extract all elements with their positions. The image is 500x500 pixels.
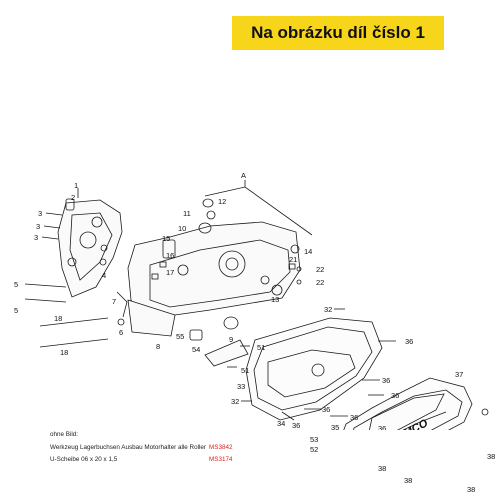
callout-8: 8	[156, 342, 160, 351]
callout-3c: 3	[34, 233, 38, 242]
screw-38a	[481, 408, 489, 416]
callout-52: 52	[310, 445, 318, 454]
nut-22b	[296, 279, 302, 285]
bolt-34	[281, 411, 295, 421]
callout-4: 4	[102, 271, 106, 280]
callout-3a: 3	[38, 209, 42, 218]
callout-36c: 36	[391, 391, 399, 400]
bushing-14	[290, 244, 300, 254]
callout-55: 55	[176, 332, 184, 341]
callout-18a: 18	[54, 314, 62, 323]
callout-38d: 38	[404, 476, 412, 485]
bolts-36-group	[304, 340, 396, 417]
clip-7	[116, 291, 128, 318]
callout-5a: 5	[14, 280, 18, 289]
bushing-55	[189, 329, 203, 341]
pin-17	[151, 273, 159, 280]
callout-36g: 36	[292, 421, 300, 430]
callout-36b: 36	[382, 376, 390, 385]
inner-cover-33	[245, 317, 383, 421]
seal-9	[223, 316, 239, 330]
stud-5a	[24, 283, 67, 288]
callout-37: 37	[455, 370, 463, 379]
note-desc: U-Scheibe 06 x 20 x 1,5	[50, 456, 118, 463]
oring-13	[271, 284, 283, 296]
callout-51a: 51	[257, 343, 265, 352]
callout-18b: 18	[60, 348, 68, 357]
callout-16: 16	[166, 251, 174, 260]
callout-38e: 38	[378, 464, 386, 473]
callout-21: 21	[289, 255, 297, 264]
callout-10: 10	[178, 224, 186, 233]
note-code: MS3174	[209, 456, 233, 463]
part-number-banner: Na obrázku díl číslo 1	[232, 16, 444, 50]
lower-callouts: 38 38 38 38 38 52 53	[310, 435, 495, 494]
bolt-18b	[39, 338, 109, 348]
callout-9: 9	[229, 335, 233, 344]
callout-22b: 22	[316, 278, 324, 287]
callout-7: 7	[112, 297, 116, 306]
callout-33: 33	[237, 382, 245, 391]
bore-insert-15	[162, 239, 176, 259]
note-row: U-Scheibe 06 x 20 x 1,5 MS3174	[50, 456, 260, 468]
callout-5b: 5	[14, 306, 18, 315]
ring-11	[206, 210, 216, 220]
callout-11: 11	[183, 209, 191, 218]
callout-6: 6	[119, 328, 123, 337]
callout-13: 13	[271, 295, 279, 304]
note-code: MS3842	[209, 444, 233, 451]
callout-labels: 1 2 3 3 3 4 5 5 6 7 8 9 10 11 12 13 14 1…	[14, 171, 463, 430]
crankcase-left-half	[57, 199, 123, 298]
washer-6	[117, 318, 125, 326]
callout-14: 14	[304, 247, 312, 256]
callout-17: 17	[166, 268, 174, 277]
bolt-21	[288, 263, 296, 270]
callout-34: 34	[277, 419, 285, 428]
callout-22a: 22	[316, 265, 324, 274]
callout-38b: 38	[487, 452, 495, 461]
bolt-18a	[39, 317, 109, 327]
callout-51b: 51	[241, 366, 249, 375]
crankcase-right-half	[127, 221, 301, 321]
callout-36e: 36	[350, 413, 358, 422]
seal-10	[198, 222, 212, 234]
bolt-3c	[41, 236, 59, 240]
nut-22a	[296, 266, 302, 272]
callout-36a: 36	[405, 337, 413, 346]
callout-15: 15	[162, 234, 170, 243]
callout-1: 1	[74, 181, 78, 190]
callout-32a: 32	[324, 305, 332, 314]
callout-3b: 3	[36, 222, 40, 231]
pin-16	[159, 261, 167, 268]
callout-36h: 36	[378, 424, 386, 430]
stud-5b	[24, 298, 67, 303]
callout-2: 2	[71, 193, 75, 202]
callout-54: 54	[192, 345, 200, 354]
callout-36d: 36	[322, 405, 330, 414]
bolt-3a	[45, 212, 63, 216]
callout-35: 35	[331, 423, 339, 430]
exploded-parts-diagram: KYMCO 1 2 3 3 3 4 5 5 6 7 8 9 10 11 12 1…	[14, 171, 489, 430]
callout-A: A	[241, 171, 246, 180]
outer-cover-37	[343, 377, 473, 430]
notes-header: ohne Bild:	[50, 431, 79, 438]
note-row: Werkzeug Lagerbuchsen Ausbau Motorhalter…	[50, 444, 260, 456]
callout-38c: 38	[467, 485, 475, 494]
bearing-12	[202, 198, 214, 208]
callout-53: 53	[310, 435, 318, 444]
bushing-4	[99, 258, 107, 266]
notes-panel: ohne Bild: Werkzeug Lagerbuchsen Ausbau …	[50, 431, 260, 468]
bracket-54	[204, 339, 249, 367]
callout-12: 12	[218, 197, 226, 206]
note-desc: Werkzeug Lagerbuchsen Ausbau Motorhalter…	[50, 444, 206, 451]
bolt-3b	[43, 225, 61, 229]
callout-32b: 32	[231, 397, 239, 406]
bearing-sleeve-2	[65, 198, 75, 211]
